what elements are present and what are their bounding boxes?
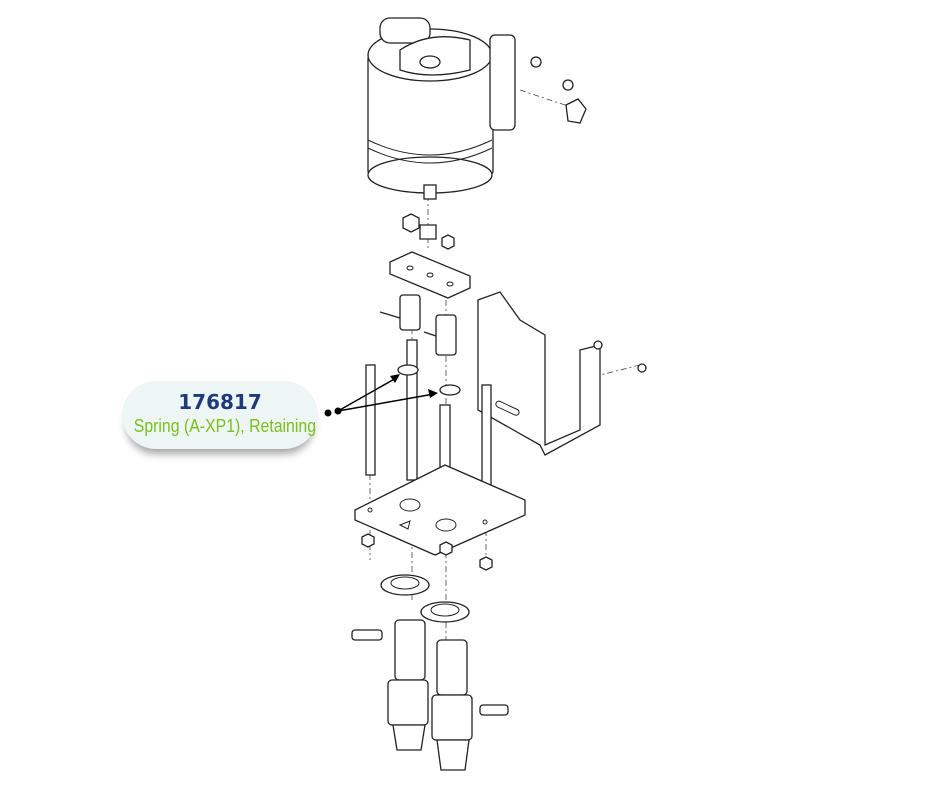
retaining-spring-2 bbox=[439, 384, 461, 396]
top-plate-assembly bbox=[389, 213, 471, 299]
base-plate bbox=[354, 464, 526, 571]
pump-assembly bbox=[351, 574, 509, 771]
motor-assembly bbox=[367, 17, 587, 200]
retaining-spring-1 bbox=[397, 364, 419, 376]
mounting-bracket bbox=[477, 291, 647, 456]
part-description: Spring (A-XP1), Retaining bbox=[133, 416, 317, 436]
callout-leaders bbox=[324, 374, 438, 417]
part-callout: 176817 Spring (A-XP1), Retaining bbox=[122, 381, 318, 449]
part-number: 176817 bbox=[178, 390, 262, 414]
